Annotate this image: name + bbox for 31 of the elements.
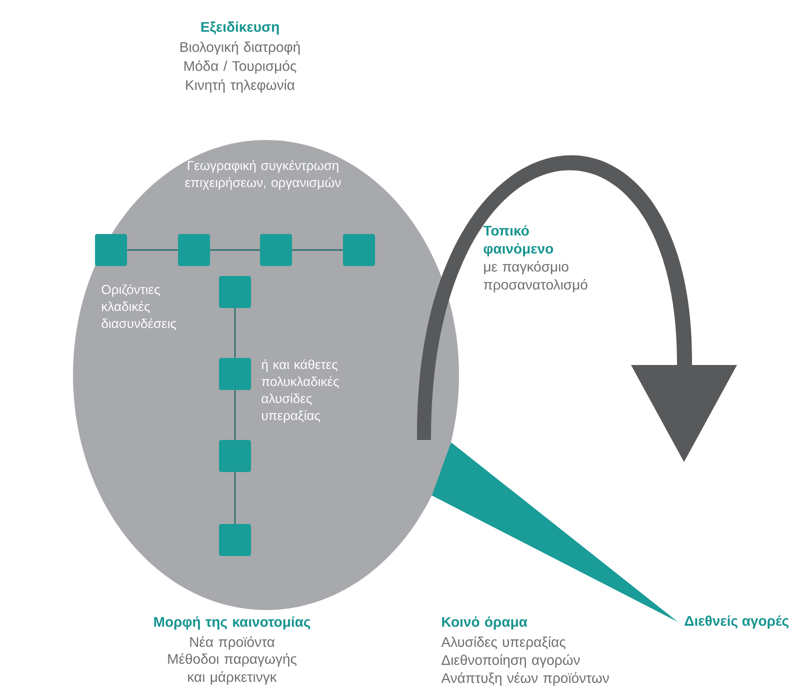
body-text: Μέθοδοι παραγωγής και μάρκετινγκ: [168, 653, 297, 685]
body-text: Αλυσίδες υπεραξίας: [441, 636, 566, 650]
market-label: Διεθνείς αγορές: [684, 615, 789, 629]
square-marker: [178, 234, 210, 266]
connector-line: [234, 390, 236, 440]
connector-line: [127, 249, 178, 251]
body-text: Βιολογική διατροφή: [180, 41, 300, 55]
region-text: Γεωγραφική συγκέντρωση επιχειρήσεων, οργανισμών: [185, 160, 341, 190]
body-text: Κινητή τηλεφωνία: [186, 79, 295, 93]
connector-line: [210, 249, 260, 251]
region-text: ή και κάθετες πολυκλαδικές αλυσίδες υπεραξίας: [262, 359, 339, 423]
square-marker: [219, 358, 251, 390]
connector-line: [234, 308, 236, 358]
heading-text: Κοινό όραμα: [442, 616, 528, 630]
connector-line: [234, 472, 236, 524]
square-marker: [343, 234, 375, 266]
body-text: Διεθνοποίηση αγορών: [442, 654, 580, 668]
square-marker: [219, 440, 251, 472]
body-text: Μόδα / Τουρισμός: [184, 60, 296, 74]
connector-line: [292, 249, 343, 251]
body-text: Νέα προϊόντα: [190, 636, 275, 650]
square-marker: [260, 234, 292, 266]
body-text: Ανάπτυξη νέων προϊόντων: [441, 672, 609, 686]
wedge-connector: [432, 442, 678, 622]
square-marker: [219, 276, 251, 308]
square-marker: [95, 234, 127, 266]
square-marker: [219, 524, 251, 556]
heading-text: Εξειδίκευση: [201, 21, 279, 35]
region-text: Οριζόντιες κλαδικές διασυνδέσεις: [102, 284, 176, 330]
heading-text: Μορφή της καινοτομίας: [154, 616, 310, 630]
body-text: Τοπικό φαινόμενο με παγκόσμιο προσανατολισμό: [483, 225, 588, 292]
